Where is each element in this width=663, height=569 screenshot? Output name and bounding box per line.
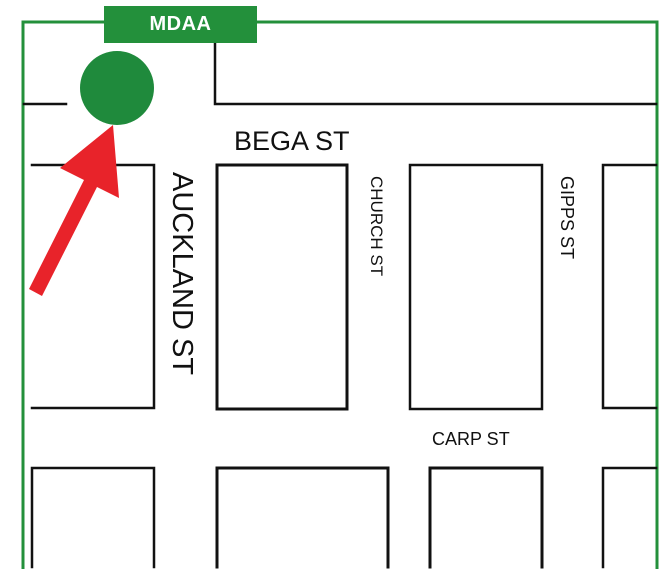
map-border — [21, 20, 659, 569]
block-mid-auckland-church — [215, 163, 349, 411]
block-bottom-left — [30, 466, 156, 569]
pointer-arrow-icon — [29, 125, 119, 296]
street-label-auckland: AUCKLAND ST — [166, 172, 198, 375]
block-mid-left — [30, 163, 156, 410]
location-badge: MDAA — [104, 6, 257, 43]
street-label-gipps: GIPPS ST — [557, 176, 577, 259]
street-label-bega: BEGA ST — [234, 126, 350, 156]
street-label-carp: CARP ST — [432, 429, 510, 449]
block-mid-right — [601, 163, 658, 410]
block-mid-church-gipps — [408, 163, 544, 411]
block-bottom-auckland-church — [215, 466, 390, 569]
block-top-right — [213, 40, 658, 106]
block-bottom-right — [601, 466, 658, 569]
location-marker-icon — [80, 51, 154, 125]
block-bottom-church-gipps — [428, 466, 544, 569]
street-label-church: CHURCH ST — [367, 176, 386, 276]
